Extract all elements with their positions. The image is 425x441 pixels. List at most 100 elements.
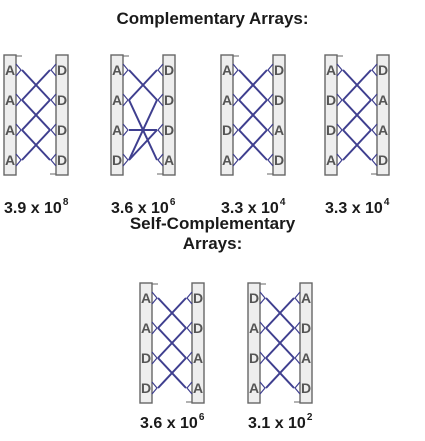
complementary-right-letter: D: [164, 62, 174, 78]
complementary-left-letter: A: [5, 92, 15, 108]
complementary-left-end-mark: [122, 63, 129, 77]
self-complementary-right-letter: A: [193, 350, 203, 366]
self-complementary-left-letter: A: [141, 290, 151, 306]
self-complementary-left-strand: [139, 282, 153, 404]
complementary-right-letter: A: [378, 122, 388, 138]
self-complementary-left-end-mark: [259, 321, 266, 335]
complementary-right-end-mark: [50, 153, 57, 167]
complementary-left-strand: [110, 54, 124, 176]
self-complementary-left-letter: D: [249, 350, 259, 366]
self-complementary-left-end-mark: [151, 291, 158, 305]
self-complementary-link-line: [157, 357, 187, 389]
complementary-count-base: 3.3 x 10: [221, 200, 279, 217]
complementary-right-end-mark: [371, 93, 378, 107]
complementary-left-end-mark: [15, 123, 22, 137]
complementary-right-end-mark: [267, 93, 274, 107]
self-complementary-left-letter: D: [141, 380, 151, 396]
self-complementary-right-letter: A: [301, 290, 311, 306]
complementary-left-letter: A: [5, 62, 15, 78]
self-complementary-count: 3.6 x 106: [140, 412, 204, 433]
complementary-left-end-mark: [232, 63, 239, 77]
complementary-right-letter: D: [274, 62, 284, 78]
complementary-left-letter: A: [112, 62, 122, 78]
complementary-left-strand: [324, 54, 338, 176]
complementary-left-end-mark: [232, 153, 239, 167]
complementary-right-letter: D: [164, 122, 174, 138]
self-complementary-link-line: [265, 297, 295, 329]
complementary-left-letter: A: [5, 152, 15, 168]
complementary-count-exponent: 4: [383, 197, 390, 208]
complementary-link-line: [342, 129, 372, 161]
complementary-left-end-mark: [15, 63, 22, 77]
complementary-left-end-mark: [122, 153, 129, 167]
complementary-link-line: [238, 69, 268, 101]
complementary-left-letter: A: [112, 92, 122, 108]
complementary-left-letter: A: [326, 62, 336, 78]
complementary-left-letter: A: [5, 122, 15, 138]
self-complementary-link-line: [157, 297, 187, 329]
self-complementary-right-letter: D: [301, 380, 311, 396]
complementary-right-end-mark: [267, 153, 274, 167]
self-complementary-link-line: [265, 357, 295, 389]
complementary-count-base: 3.6 x 10: [111, 200, 169, 217]
complementary-right-strand: [162, 54, 176, 176]
complementary-left-end-mark: [122, 93, 129, 107]
complementary-count-exponent: 8: [62, 197, 69, 208]
self-complementary-right-end-mark: [186, 351, 193, 365]
complementary-link-line: [128, 129, 158, 161]
complementary-left-end-mark: [15, 93, 22, 107]
complementary-left-letter: A: [112, 122, 122, 138]
self-complementary-left-end-mark: [259, 351, 266, 365]
complementary-link-line: [21, 129, 51, 161]
complementary-left-letter: A: [222, 62, 232, 78]
complementary-left-letter: A: [222, 152, 232, 168]
complementary-link-line: [342, 99, 372, 131]
self-complementary-right-letter: A: [193, 380, 203, 396]
self-complementary-right-strand: [299, 282, 313, 404]
self-complementary-right-strand: [191, 282, 205, 404]
self-complementary-left-letter: A: [249, 320, 259, 336]
self-complementary-left-letter: A: [249, 380, 259, 396]
self-complementary-count-base: 3.6 x 10: [140, 415, 198, 432]
complementary-right-letter: D: [57, 122, 67, 138]
complementary-right-end-mark: [157, 93, 164, 107]
self-complementary-left-end-mark: [259, 381, 266, 395]
self-complementary-left-end-mark: [151, 351, 158, 365]
self-complementary-left-letter: D: [249, 290, 259, 306]
complementary-left-letter: A: [222, 92, 232, 108]
complementary-link-line: [238, 99, 268, 131]
self-complementary-right-end-mark: [294, 381, 301, 395]
complementary-right-end-mark: [267, 63, 274, 77]
complementary-left-end-mark: [15, 153, 22, 167]
complementary-right-end-mark: [157, 63, 164, 77]
complementary-count-exponent: 4: [279, 197, 286, 208]
self-complementary-count: 3.1 x 102: [248, 412, 312, 433]
complementary-right-letter: D: [378, 62, 388, 78]
self-complementary-left-end-mark: [151, 381, 158, 395]
complementary-link-line: [21, 69, 51, 101]
self-complementary-link-line: [157, 327, 187, 359]
self-complementary-left-end-mark: [151, 321, 158, 335]
self-complementary-right-letter: D: [193, 320, 203, 336]
self-complementary-link-line: [265, 327, 295, 359]
complementary-count: 3.3 x 104: [325, 197, 390, 218]
complementary-left-end-mark: [336, 63, 343, 77]
self-complementary-right-end-mark: [294, 351, 301, 365]
complementary-count-base: 3.3 x 10: [325, 200, 383, 217]
complementary-left-end-mark: [336, 93, 343, 107]
complementary-link-line: [238, 129, 268, 161]
complementary-left-end-mark: [336, 123, 343, 137]
complementary-right-end-mark: [50, 93, 57, 107]
complementary-right-strand: [376, 54, 390, 176]
self-complementary-left-strand: [247, 282, 261, 404]
self-complementary-left-letter: D: [141, 350, 151, 366]
self-complementary-left-end-mark: [259, 291, 266, 305]
self-complementary-right-end-mark: [186, 321, 193, 335]
complementary-right-end-mark: [157, 153, 164, 167]
self-complementary-title: Self-Complementary Arrays:: [129, 214, 296, 253]
